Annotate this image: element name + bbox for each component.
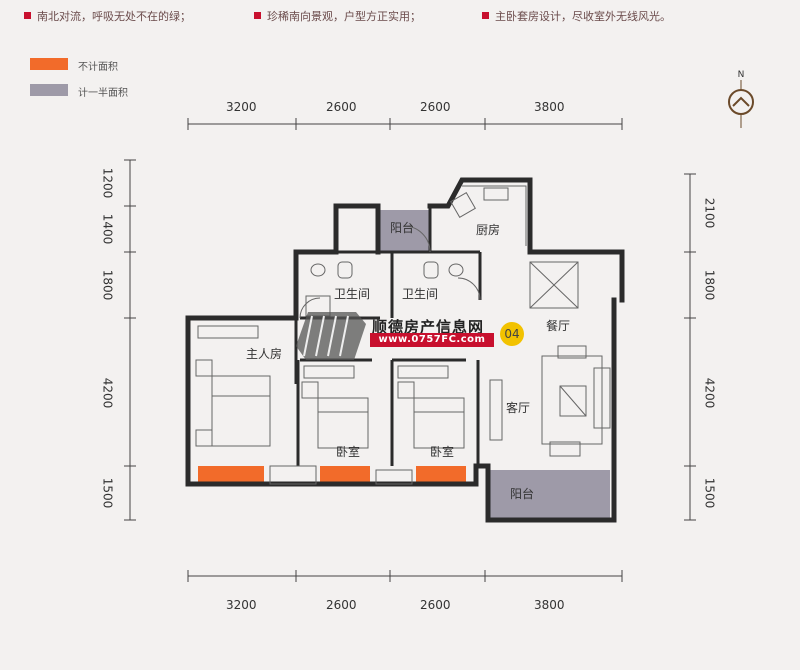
legend-swatch-grey — [30, 84, 68, 96]
dim-left: 1500 — [100, 477, 115, 509]
feature-item: 珍稀南向景观，户型方正实用； — [254, 8, 421, 24]
feature-strip: 南北对流，呼吸无处不在的绿； 珍稀南向景观，户型方正实用； 主卧套房设计，尽收室… — [22, 2, 792, 24]
bottom-dimension-line — [187, 570, 623, 582]
dim-top: 3800 — [534, 100, 565, 114]
room-label-north-balcony: 阳台 — [390, 220, 414, 235]
dim-right: 1800 — [702, 269, 717, 301]
dim-top: 3200 — [226, 100, 257, 114]
room-label-bedroom1: 卧室 — [336, 444, 360, 459]
room-label-bath2: 卫生间 — [402, 287, 438, 301]
dim-bottom: 3200 — [226, 598, 257, 612]
south-balcony-fill — [488, 470, 610, 520]
feature-text: 珍稀南向景观，户型方正实用； — [267, 10, 421, 23]
room-label-south-balcony: 阳台 — [510, 486, 534, 501]
feature-text: 南北对流，呼吸无处不在的绿； — [37, 10, 191, 23]
dim-bottom: 2600 — [420, 598, 451, 612]
right-dimension-line — [684, 173, 696, 521]
dim-bottom: 2600 — [326, 598, 357, 612]
unit-number-badge: 04 — [500, 322, 524, 346]
legend-swatch-orange — [30, 58, 68, 70]
exterior-walls — [185, 177, 625, 523]
left-dimension-line — [124, 159, 136, 521]
room-label-master: 主人房 — [246, 346, 282, 361]
legend: 不计面积 计一半面积 — [30, 58, 190, 108]
dim-left: 1400 — [100, 213, 115, 245]
dim-right: 1500 — [702, 477, 717, 509]
dim-left: 1800 — [100, 269, 115, 301]
top-dimension-line — [187, 118, 623, 130]
room-label-bath1: 卫生间 — [334, 287, 370, 301]
legend-label: 计一半面积 — [78, 88, 128, 99]
feature-item: 主卧套房设计，尽收室外无线风光。 — [482, 8, 671, 24]
watermark-site-name: 顺德房产信息网 — [372, 318, 485, 336]
dim-right: 2100 — [702, 197, 717, 229]
dim-top: 2600 — [326, 100, 357, 114]
compass-icon — [728, 80, 754, 128]
fixtures — [195, 185, 611, 485]
bullet-icon — [24, 12, 31, 19]
watermark-logo-icon — [296, 312, 366, 360]
watermark-url: www.0757FC.com — [370, 333, 494, 347]
compass: N — [718, 70, 764, 140]
feature-item: 南北对流，呼吸无处不在的绿； — [24, 8, 191, 24]
excluded-area-strips — [198, 466, 466, 484]
room-label-bedroom2: 卧室 — [430, 444, 454, 459]
dim-top: 2600 — [420, 100, 451, 114]
room-label-kitchen: 厨房 — [476, 222, 500, 237]
dim-left: 4200 — [100, 377, 115, 409]
room-label-dining: 餐厅 — [546, 318, 570, 333]
north-balcony-fill — [378, 210, 430, 252]
dim-right: 4200 — [702, 377, 717, 409]
bullet-icon — [254, 12, 261, 19]
dim-bottom: 3800 — [534, 598, 565, 612]
feature-text: 主卧套房设计，尽收室外无线风光。 — [495, 10, 671, 23]
bullet-icon — [482, 12, 489, 19]
dim-left: 1200 — [100, 167, 115, 199]
room-label-living: 客厅 — [506, 400, 530, 415]
legend-label: 不计面积 — [78, 62, 118, 73]
compass-label: N — [737, 70, 745, 80]
